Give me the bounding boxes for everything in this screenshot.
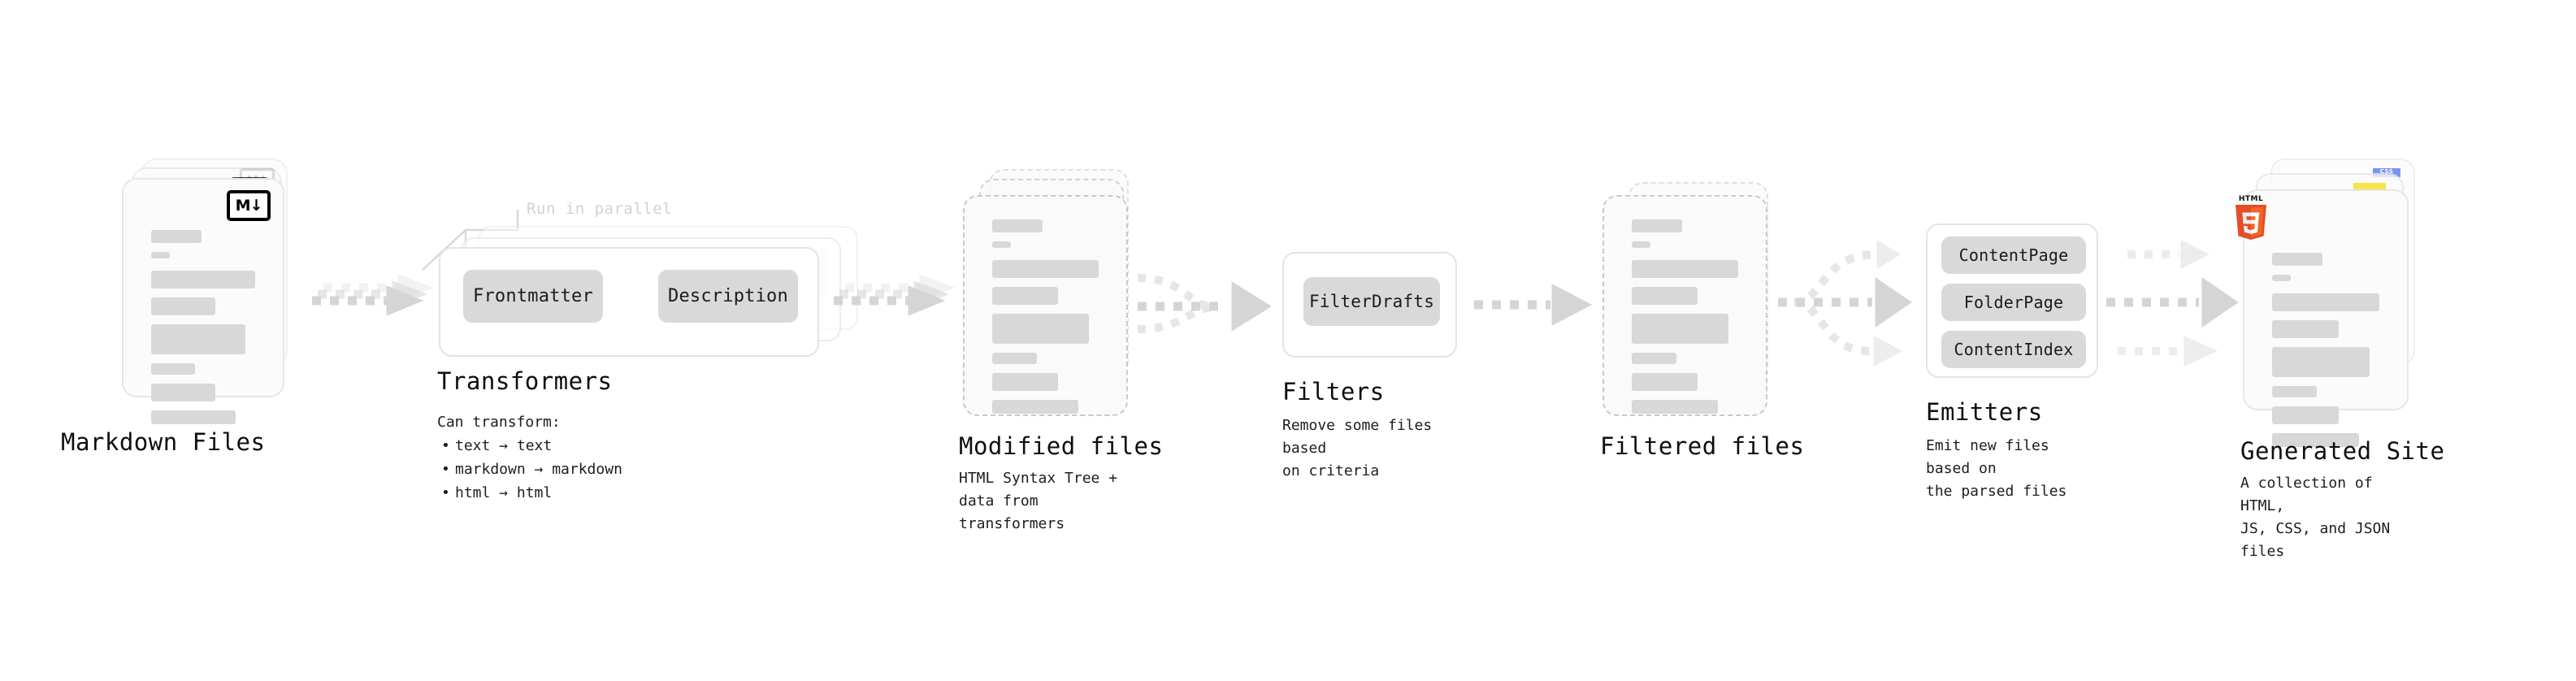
markdown-doc-front: M↓	[122, 178, 284, 424]
markdown-doc-content	[151, 230, 255, 433]
transformer-group-front: Frontmatter Description	[439, 247, 819, 357]
modified-doc-front	[963, 195, 1128, 416]
stage-title-emitters: Emitters	[1926, 398, 2043, 426]
arrow-markdown-to-transformers	[307, 268, 453, 333]
transformers-caption: Can transform: text → text markdown → ma…	[437, 410, 622, 505]
annotation-run-in-parallel: Run in parallel	[527, 200, 673, 218]
stage-markdown-files: M↓ M↓ M↓	[61, 158, 297, 456]
stage-modified-files: Modified files HTML Syntax Tree + data f…	[959, 163, 1163, 532]
emitter-chip-folderpage[interactable]: FolderPage	[1941, 284, 2086, 321]
stage-title-modified-files: Modified files	[959, 432, 1164, 460]
transformers-bullet-list: text → text markdown → markdown html → h…	[437, 434, 622, 505]
stage-filtered-files: Filtered files	[1600, 163, 1804, 460]
stage-title-filtered-files: Filtered files	[1600, 432, 1805, 460]
site-doc-content	[2272, 253, 2379, 456]
stage-title-generated-site: Generated Site	[2240, 437, 2445, 465]
css-badge-label: CSS	[2379, 168, 2394, 175]
modified-doc-content	[992, 219, 1099, 423]
stage-emitters: ContentPage FolderPage ContentIndex Emit…	[1926, 223, 2098, 500]
filters-group: FilterDrafts	[1282, 252, 1457, 358]
filtered-doc-content	[1632, 219, 1738, 423]
generated-site-caption: A collection of HTML, JS, CSS, and JSON …	[2240, 475, 2391, 560]
filtered-doc-front	[1602, 195, 1767, 416]
emitter-chip-contentindex[interactable]: ContentIndex	[1941, 331, 2086, 368]
arrow-filtered-to-emitters	[1772, 228, 1934, 382]
transformers-bullet-1: markdown → markdown	[441, 458, 622, 481]
stage-title-markdown-files: Markdown Files	[61, 428, 266, 456]
transformers-caption-lead: Can transform:	[437, 414, 561, 431]
filter-chip-filterdrafts[interactable]: FilterDrafts	[1303, 277, 1440, 326]
transformers-bullet-2: html → html	[441, 481, 622, 505]
stage-generated-site: CSS HTML	[2236, 158, 2444, 560]
transformer-chip-description[interactable]: Description	[658, 270, 798, 323]
modified-files-caption: HTML Syntax Tree + data from transformer…	[959, 470, 1118, 532]
stage-title-filters: Filters	[1282, 378, 1385, 406]
emitters-group: ContentPage FolderPage ContentIndex	[1926, 223, 2098, 378]
css-badge: CSS	[2373, 168, 2400, 177]
modified-doc-stack	[963, 163, 1138, 431]
transformer-chip-frontmatter[interactable]: Frontmatter	[463, 270, 603, 323]
emitters-caption: Emit new files based on the parsed files	[1926, 437, 2067, 500]
markdown-badge: M↓	[227, 190, 271, 221]
arrow-modified-to-filters	[1136, 244, 1299, 374]
emitter-chip-contentpage[interactable]: ContentPage	[1941, 236, 2086, 274]
arrow-filters-to-filtered	[1471, 272, 1609, 337]
transformers-bullet-0: text → text	[441, 434, 622, 458]
markdown-badge-glyph-front: M↓	[235, 196, 263, 215]
arrow-emitters-to-site	[2098, 228, 2261, 382]
markdown-doc-stack: M↓ M↓ M↓	[122, 158, 297, 424]
filters-caption: Remove some files based on criteria	[1282, 417, 1433, 479]
site-doc-html: HTML	[2236, 189, 2409, 447]
html5-icon: HTML	[2233, 195, 2269, 240]
stage-filters: FilterDrafts Filters Remove some files b…	[1282, 252, 1457, 479]
stage-title-transformers: Transformers	[437, 367, 613, 395]
filtered-doc-stack	[1602, 163, 1777, 431]
site-doc-stack: CSS HTML	[2236, 158, 2418, 447]
html5-wordmark: HTML	[2238, 195, 2264, 203]
